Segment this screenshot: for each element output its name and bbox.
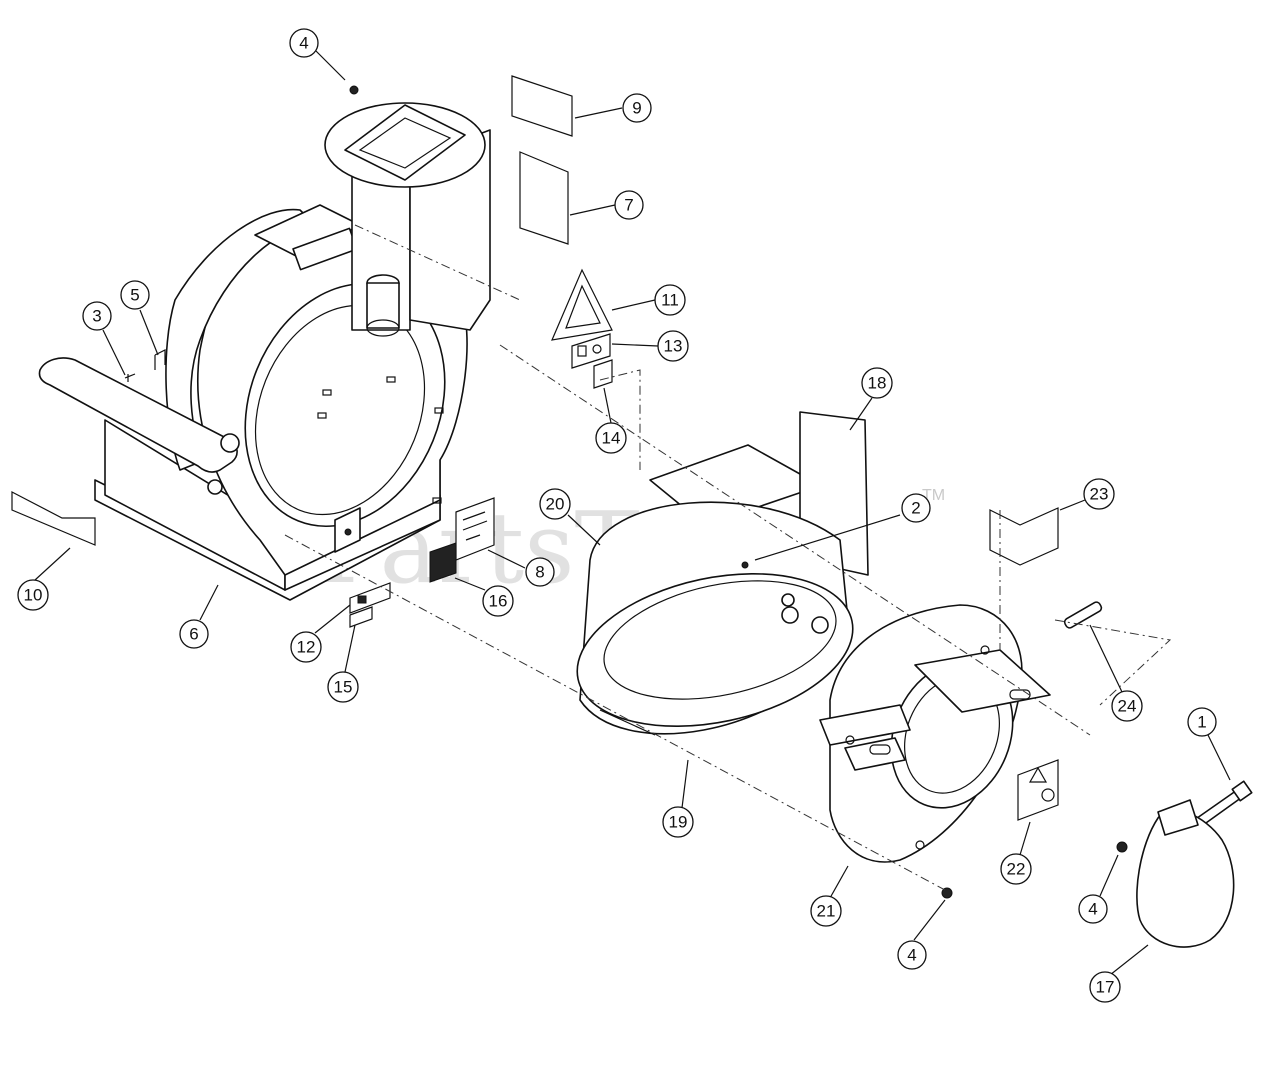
callout-1[interactable]: 1	[1187, 707, 1217, 737]
svg-text:4: 4	[1088, 900, 1097, 919]
svg-text:12: 12	[297, 638, 316, 657]
callout-6[interactable]: 6	[179, 619, 209, 649]
callout-4-bottom[interactable]: 4	[897, 940, 927, 970]
svg-text:6: 6	[189, 625, 198, 644]
svg-text:22: 22	[1007, 860, 1026, 879]
callout-4-top[interactable]: 4	[289, 28, 319, 58]
svg-text:20: 20	[546, 495, 565, 514]
decal-10	[11, 491, 96, 546]
callout-12[interactable]: 12	[290, 631, 322, 663]
svg-text:1: 1	[1197, 713, 1206, 732]
callout-22[interactable]: 22	[1000, 853, 1032, 885]
callout-16[interactable]: 16	[482, 585, 514, 617]
svg-text:2: 2	[911, 499, 920, 518]
svg-text:17: 17	[1096, 978, 1115, 997]
callout-4-right[interactable]: 4	[1078, 894, 1108, 924]
callout-5[interactable]: 5	[120, 280, 150, 310]
callout-8[interactable]: 8	[525, 557, 555, 587]
decal-12	[349, 582, 391, 614]
svg-text:13: 13	[664, 337, 683, 356]
callout-9[interactable]: 9	[622, 93, 652, 123]
svg-text:8: 8	[535, 563, 544, 582]
blower-housing	[38, 85, 491, 601]
svg-text:11: 11	[661, 291, 679, 310]
callout-24[interactable]: 24	[1111, 690, 1143, 722]
svg-text:10: 10	[24, 586, 43, 605]
callout-13[interactable]: 13	[657, 330, 689, 362]
callout-21[interactable]: 21	[810, 895, 842, 927]
decal-7	[519, 151, 569, 245]
svg-text:19: 19	[669, 813, 688, 832]
svg-text:4: 4	[907, 946, 916, 965]
decal-22	[1017, 759, 1059, 821]
svg-text:24: 24	[1118, 697, 1137, 716]
callout-15[interactable]: 15	[327, 671, 359, 703]
callout-17[interactable]: 17	[1089, 971, 1121, 1003]
callout-11[interactable]: 11	[654, 284, 686, 316]
svg-text:23: 23	[1090, 485, 1109, 504]
callouts: 4 9 7 11 13 14 18 5 3 10 6 12 15	[17, 28, 1231, 1003]
decal-23	[989, 507, 1059, 566]
svg-text:15: 15	[334, 678, 353, 697]
decal-13	[571, 333, 611, 369]
svg-text:18: 18	[868, 374, 887, 393]
callout-19[interactable]: 19	[662, 806, 694, 838]
warning-triangle-decal	[551, 268, 613, 341]
svg-text:4: 4	[299, 34, 308, 53]
svg-text:3: 3	[92, 307, 101, 326]
pin-24	[1063, 601, 1103, 629]
callout-7[interactable]: 7	[614, 190, 644, 220]
scroll-housing	[576, 411, 869, 736]
svg-text:9: 9	[632, 99, 641, 118]
callout-14[interactable]: 14	[595, 422, 627, 454]
callout-23[interactable]: 23	[1083, 478, 1115, 510]
decal-15	[349, 606, 373, 628]
callout-18[interactable]: 18	[861, 367, 893, 399]
svg-text:16: 16	[489, 592, 508, 611]
callout-20[interactable]: 20	[539, 488, 571, 520]
svg-text:14: 14	[602, 429, 621, 448]
callout-2[interactable]: 2	[901, 493, 931, 523]
nut-4	[1116, 841, 1128, 853]
cover-17	[1136, 799, 1235, 948]
svg-text:21: 21	[817, 902, 836, 921]
callout-3[interactable]: 3	[82, 301, 112, 331]
svg-text:7: 7	[624, 196, 633, 215]
svg-text:5: 5	[130, 286, 139, 305]
fan-adapter-plate	[819, 604, 1051, 899]
decal-9	[511, 75, 573, 137]
callout-10[interactable]: 10	[17, 579, 49, 611]
decal-14	[593, 359, 613, 389]
decal-16	[429, 542, 457, 583]
